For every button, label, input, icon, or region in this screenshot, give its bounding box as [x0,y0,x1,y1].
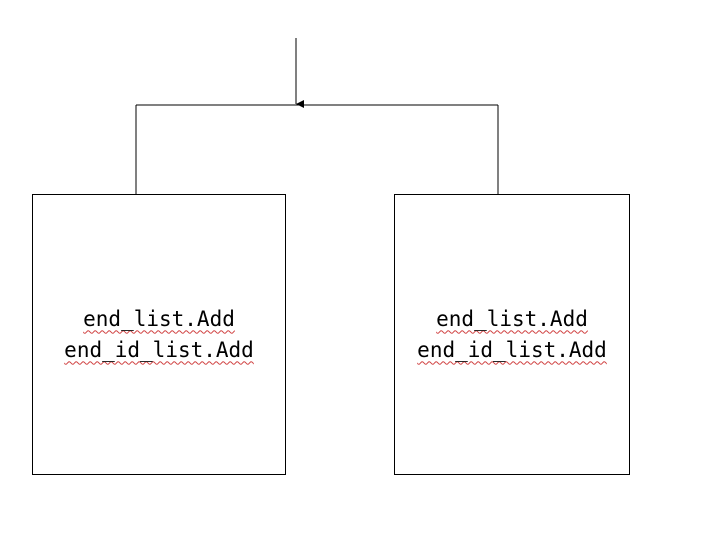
left-box-line-2: end_id_list.Add [64,337,254,362]
right-box-line-1: end_list.Add [436,306,588,331]
left-box-line-1: end_list.Add [83,306,235,331]
right-process-box: end_list.Add end_id_list.Add [394,194,630,475]
left-process-box: end_list.Add end_id_list.Add [32,194,286,475]
right-box-line-2: end_id_list.Add [417,337,607,362]
